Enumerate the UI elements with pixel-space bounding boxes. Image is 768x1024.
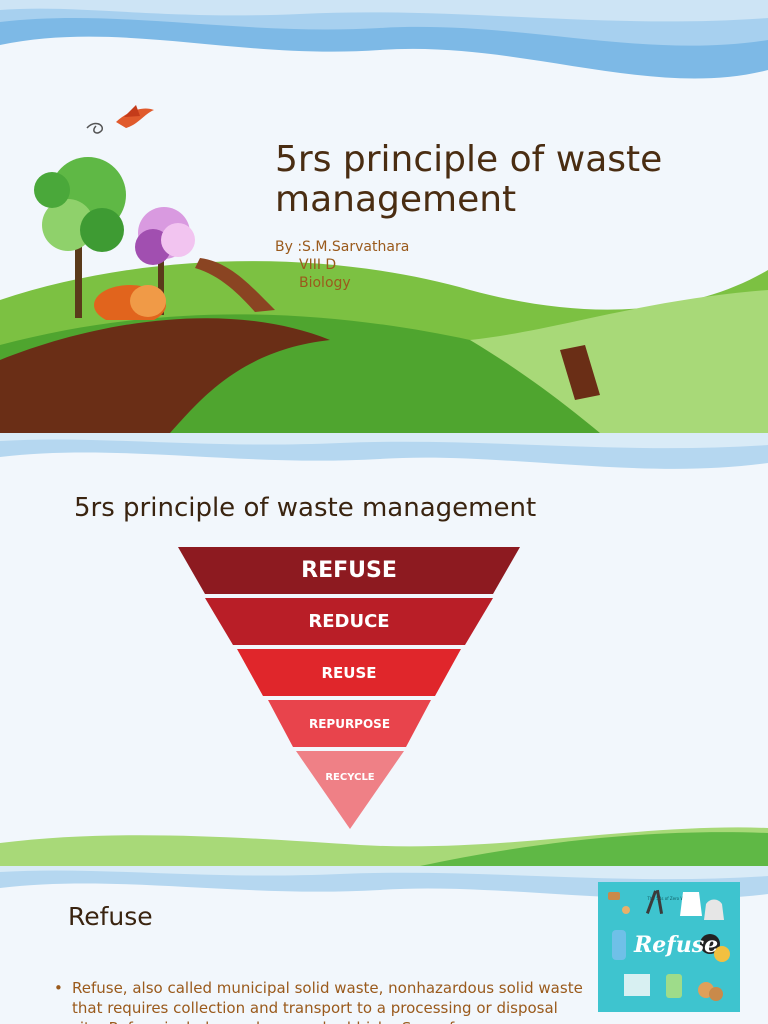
waste-items-icon bbox=[608, 889, 730, 1001]
tier-label-reduce: REDUCE bbox=[308, 611, 390, 632]
tier-label-recycle: RECYCLE bbox=[325, 771, 375, 783]
class-line: VIII D bbox=[299, 257, 337, 273]
bullet-marker: • bbox=[54, 979, 63, 997]
tier-label-refuse: REFUSE bbox=[301, 558, 397, 583]
refuse-slide[interactable]: Refuse • Refuse, also called municipal s… bbox=[0, 866, 768, 1024]
slide-title: Refuse bbox=[68, 902, 153, 931]
bullet-text: Refuse, also called municipal solid wast… bbox=[72, 979, 583, 1024]
slide-background bbox=[0, 433, 768, 866]
landscape-background bbox=[0, 0, 768, 433]
orange-bush bbox=[90, 275, 170, 325]
slide-title: 5rs principle of waste management bbox=[74, 493, 537, 523]
bullet-item: • Refuse, also called municipal solid wa… bbox=[54, 978, 594, 1024]
tier-label-reuse: REUSE bbox=[321, 663, 377, 682]
illustration-header: The 5Rs of Zero Waste bbox=[647, 896, 693, 901]
refuse-illustration: The 5Rs of Zero Waste Refuse bbox=[598, 882, 740, 1012]
author-block: By :S.M.Sarvathara VIII D Biology bbox=[275, 238, 409, 292]
tier-shape-recycle bbox=[296, 751, 404, 829]
slide-background bbox=[0, 866, 768, 900]
tree-pink bbox=[128, 205, 203, 317]
subject-line: Biology bbox=[299, 275, 351, 291]
illustration-word: Refuse bbox=[634, 932, 719, 958]
waste-hierarchy-pyramid bbox=[178, 547, 520, 829]
tier-shape-reduce bbox=[205, 598, 493, 645]
title-slide[interactable]: 5rs principle of waste management By :S.… bbox=[0, 0, 768, 433]
tier-shape-reuse bbox=[237, 649, 461, 696]
bird-icon bbox=[84, 102, 159, 144]
author-line: By :S.M.Sarvathara bbox=[275, 239, 410, 255]
pyramid-slide[interactable]: 5rs principle of waste management REFUSE… bbox=[0, 433, 768, 866]
tier-shape-repurpose bbox=[268, 700, 431, 747]
tier-shape-refuse bbox=[178, 547, 520, 594]
tier-label-repurpose: REPURPOSE bbox=[308, 716, 391, 731]
tree-green bbox=[30, 150, 135, 320]
page-title: 5rs principle of waste management bbox=[275, 139, 663, 220]
